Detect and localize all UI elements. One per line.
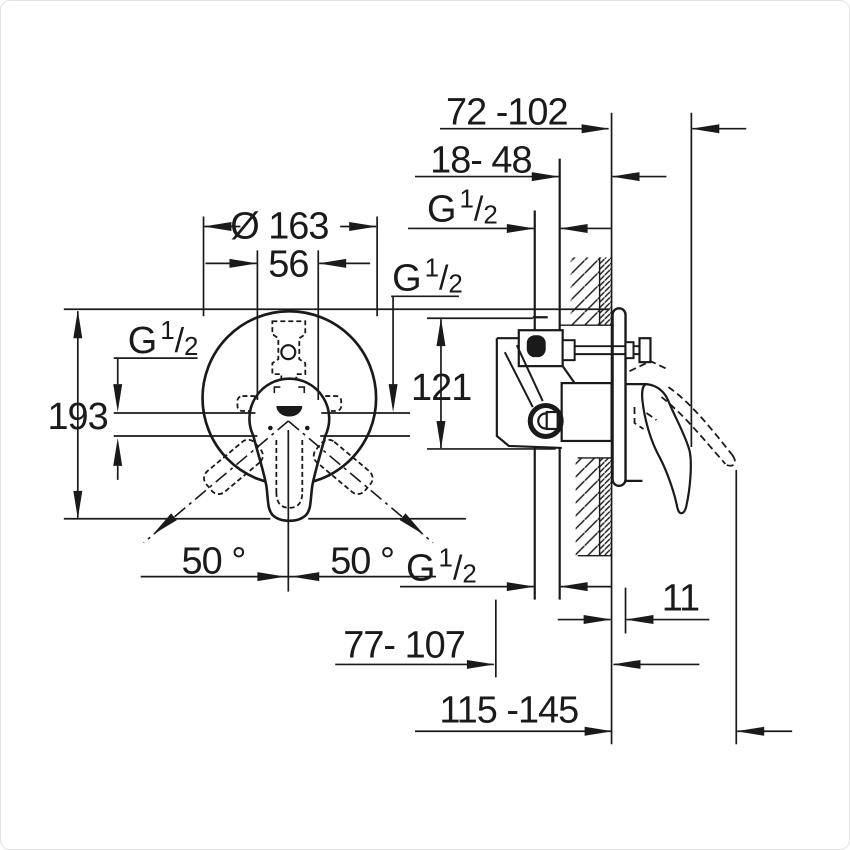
function-block-dashed-outline (271, 320, 307, 381)
dim-handle-width-label: 56 (268, 243, 308, 285)
dim-diameter-label: Ø 163 (230, 205, 328, 247)
rod-collar (624, 341, 635, 360)
dim-port-distance-label: 121 (411, 367, 471, 409)
wall-finish-band-lower (599, 457, 612, 556)
lever-blade-side (641, 382, 692, 515)
dim-angle-right-label: 50 ° (330, 541, 394, 583)
handle-hub-lines (625, 382, 647, 482)
handle-inner-dashed (275, 439, 304, 509)
nut-step (561, 339, 576, 362)
escutcheon-side-profile (611, 307, 627, 488)
dimension-system: 72 -102 18- 48 Ø 163 56 193 121 50 ° 50 … (47, 92, 793, 745)
wall-hatch-lower (575, 457, 600, 556)
dim-angle-left-label: 50 ° (182, 541, 246, 583)
dim-height-label: 193 (47, 396, 107, 438)
rod-end-cap (638, 337, 652, 364)
diverter-knob-circle (280, 344, 297, 361)
dim-plate-offset-label: 11 (662, 578, 699, 620)
dim-wall-range-label: 18- 48 (430, 140, 532, 182)
handle-indicator-mark (276, 406, 303, 417)
lever-side-wing-left-dashed (236, 395, 260, 412)
wall-boundaries (559, 257, 612, 557)
outlet-port-outer-ring (527, 403, 564, 439)
dim-total-depth-label: 115 -145 (439, 689, 578, 731)
valve-body-outline (495, 337, 576, 450)
outlet-port-plug (545, 410, 559, 431)
cartridge-slant-lines (503, 344, 544, 408)
angle-centerlines (143, 420, 434, 544)
section-view (495, 158, 736, 600)
front-view (143, 309, 434, 544)
handle-cap-notches (273, 386, 306, 394)
grohe-logo-blob (526, 335, 546, 358)
wall-finish-band-upper (599, 257, 612, 326)
handle-dot-right (304, 425, 310, 431)
wall-box-block (560, 382, 613, 443)
dim-mid-depth-label: 77- 107 (343, 624, 465, 666)
supply-pipe-lines (532, 158, 561, 600)
dim-top-depth-label: 72 -102 (446, 92, 568, 134)
lever-rotated-left-dashed (203, 438, 264, 495)
extension-lines (63, 112, 738, 745)
lever-handle-front (248, 377, 331, 523)
handle-dot-left (268, 425, 273, 431)
lever-raised-position-dashed (629, 360, 736, 467)
wall-hatch-upper (570, 257, 600, 326)
